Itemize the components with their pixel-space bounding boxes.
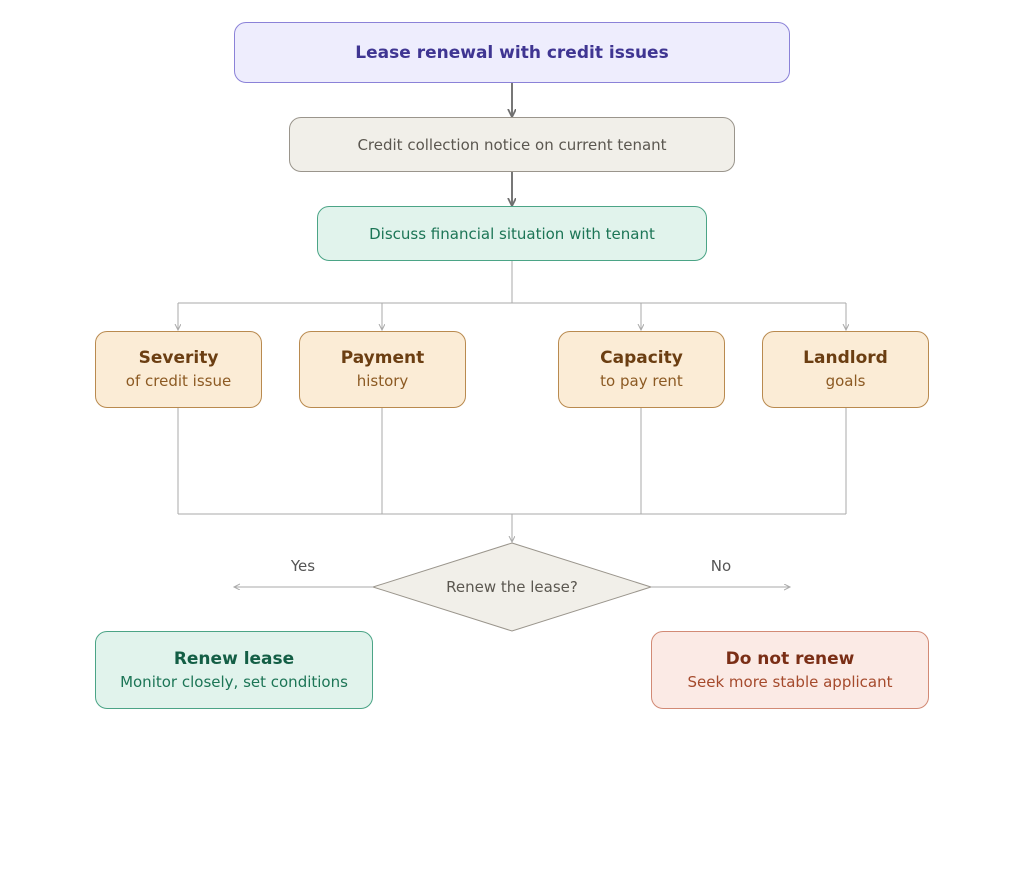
factor-subtitle: to pay rent	[600, 372, 683, 390]
factor-subtitle: goals	[825, 372, 866, 390]
factor-payment: Payment history	[299, 331, 466, 408]
yes-label: Yes	[290, 557, 316, 575]
outcome-renew: Renew lease Monitor closely, set conditi…	[95, 631, 373, 709]
factor-capacity: Capacity to pay rent	[558, 331, 725, 408]
outcome-no-renew: Do not renew Seek more stable applicant	[651, 631, 929, 709]
outcome-no-renew-title: Do not renew	[725, 649, 855, 669]
start-node: Lease renewal with credit issues	[234, 22, 790, 83]
factor-title: Landlord	[803, 348, 888, 368]
start-node-label: Lease renewal with credit issues	[355, 42, 669, 63]
factor-subtitle: of credit issue	[125, 372, 232, 390]
outcome-renew-title: Renew lease	[173, 649, 295, 669]
decision-label: Renew the lease?	[446, 578, 578, 596]
factor-title: Payment	[340, 348, 425, 368]
factor-subtitle: history	[356, 372, 409, 390]
discuss-node-label: Discuss financial situation with tenant	[369, 224, 655, 243]
notice-node: Credit collection notice on current tena…	[289, 117, 735, 172]
no-label: No	[710, 557, 732, 575]
decision-diamond	[371, 542, 653, 632]
discuss-node: Discuss financial situation with tenant	[317, 206, 707, 261]
outcome-renew-subtitle: Monitor closely, set conditions	[120, 673, 348, 691]
factor-title: Capacity	[600, 348, 683, 368]
notice-node-label: Credit collection notice on current tena…	[357, 135, 667, 154]
factor-title: Severity	[138, 348, 219, 368]
factor-landlord: Landlord goals	[762, 331, 929, 408]
outcome-no-renew-subtitle: Seek more stable applicant	[687, 673, 893, 691]
factor-severity: Severity of credit issue	[95, 331, 262, 408]
